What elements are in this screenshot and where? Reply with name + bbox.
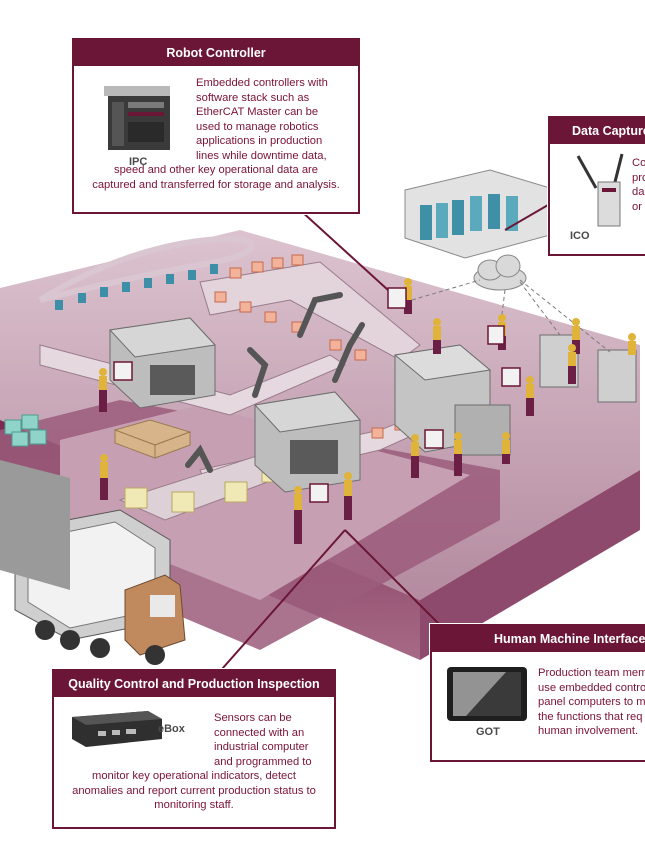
teal-crates bbox=[4, 414, 47, 447]
text-line: EtherCAT Master can be bbox=[196, 106, 319, 118]
product-boxes bbox=[214, 254, 407, 439]
network-links bbox=[411, 279, 611, 353]
ebox-device-image bbox=[72, 711, 162, 747]
text-line: or bbox=[632, 200, 642, 213]
ico-label: ICO bbox=[570, 230, 590, 242]
quality-control-text-wide: monitor key operational indicators, dete… bbox=[72, 769, 316, 813]
ipc-device-image bbox=[104, 86, 170, 150]
robot-controller-callout: Robot Controller IPC Embedded controller… bbox=[72, 38, 360, 214]
text-line: Co bbox=[632, 157, 645, 169]
text-line: Embedded controllers with bbox=[196, 77, 328, 89]
robot-controller-text-wide: speed and other key operational data are… bbox=[88, 163, 344, 192]
text-line: anomalies and report current production … bbox=[72, 784, 316, 797]
text-line: applications in production bbox=[196, 135, 323, 147]
text-line: pro bbox=[632, 171, 645, 184]
text-line: and programmed to bbox=[214, 755, 312, 768]
robot-controller-title: Robot Controller bbox=[74, 40, 358, 66]
overhead-rail bbox=[38, 236, 255, 303]
text-line: monitoring staff. bbox=[154, 799, 234, 811]
quality-control-title: Quality Control and Production Inspectio… bbox=[54, 671, 334, 697]
got-label: GOT bbox=[476, 726, 500, 738]
text-line: the functions that req bbox=[538, 710, 643, 723]
data-capture-text: Co pro da or bbox=[632, 156, 645, 214]
leader-lines bbox=[221, 204, 549, 670]
text-line: lines while downtime data, bbox=[196, 149, 327, 162]
quality-control-callout: Quality Control and Production Inspectio… bbox=[52, 669, 336, 829]
ico-device-image bbox=[576, 153, 624, 227]
text-line: Production team mem bbox=[538, 667, 645, 679]
machines bbox=[108, 317, 637, 493]
text-line: used to manage robotics bbox=[196, 120, 319, 133]
hmi-title: Human Machine Interface bbox=[432, 626, 645, 652]
text-line: human involvement. bbox=[538, 725, 639, 737]
data-capture-title: Data Capture bbox=[550, 118, 645, 144]
text-line: panel computers to m bbox=[538, 696, 645, 708]
robot-arms bbox=[185, 292, 365, 473]
cardboard-pallet bbox=[113, 419, 192, 459]
rail-hooks bbox=[55, 264, 218, 310]
text-line: connected with an bbox=[214, 726, 305, 739]
ebox-label: eBox bbox=[158, 723, 185, 735]
text-line: industrial computer bbox=[214, 741, 309, 753]
text-line: use embedded contro bbox=[538, 681, 645, 694]
quality-control-text: Sensors can be connected with an industr… bbox=[214, 711, 312, 769]
text-line: Sensors can be bbox=[214, 712, 292, 724]
text-line: captured and transferred for storage and… bbox=[92, 178, 340, 191]
cloud-icon bbox=[473, 254, 527, 291]
server-room bbox=[404, 169, 551, 259]
text-line: monitor key operational indicators, dete… bbox=[92, 770, 296, 782]
ipc-label: IPC bbox=[129, 156, 148, 168]
text-line: da bbox=[632, 186, 645, 198]
robot-controller-text: Embedded controllers with software stack… bbox=[196, 76, 328, 163]
side-building bbox=[0, 460, 70, 590]
hmi-panels bbox=[113, 287, 521, 503]
text-line: software stack such as bbox=[196, 91, 310, 104]
hmi-text: Production team mem use embedded contro … bbox=[538, 666, 645, 739]
data-capture-callout: Data Capture ICO Co pro da or bbox=[548, 116, 645, 256]
got-device-image bbox=[447, 667, 527, 721]
text-line: speed and other key operational data are bbox=[113, 164, 318, 176]
hmi-callout: Human Machine Interface GOT Production t… bbox=[430, 624, 645, 762]
